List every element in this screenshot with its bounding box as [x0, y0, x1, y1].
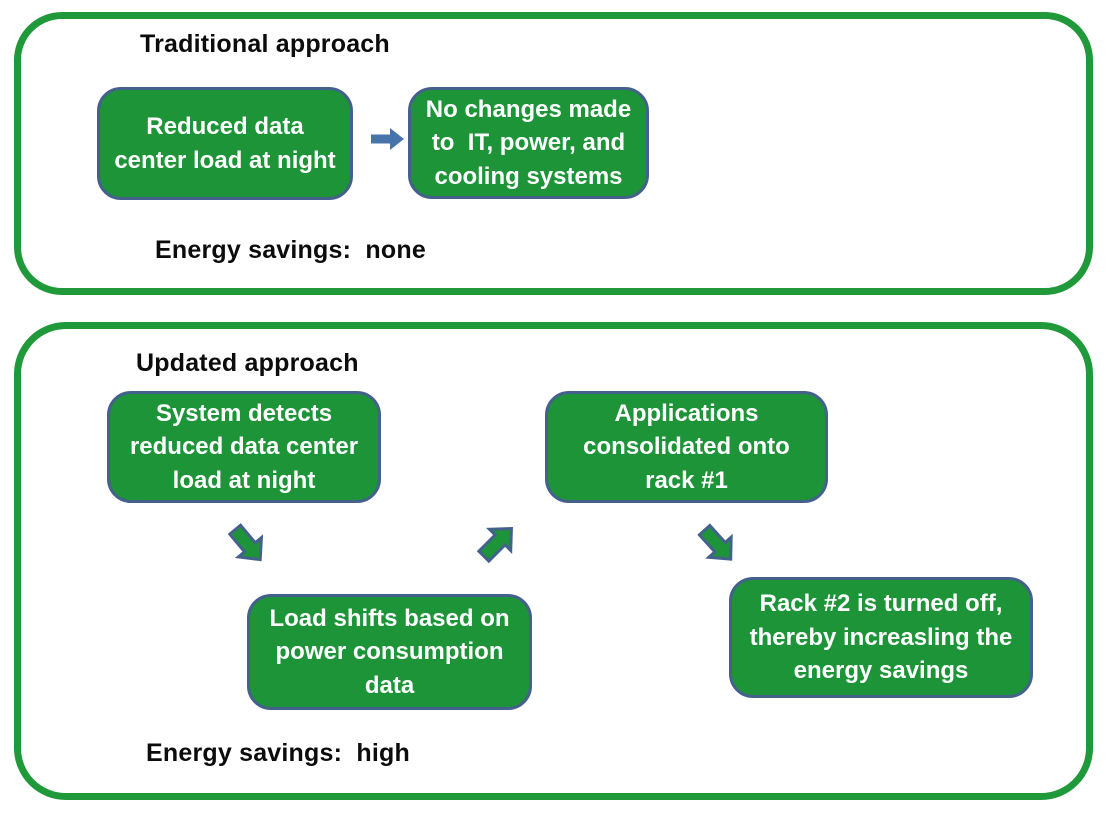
rack-off-box: Rack #2 is turned off, thereby increasli… [729, 577, 1033, 698]
applications-box-label: Applications consolidated onto rack #1 [583, 399, 790, 494]
down-right-arrow-icon [694, 521, 742, 569]
traditional-savings-label: Energy savings: none [155, 236, 426, 264]
no-changes-box: No changes made to IT, power, and coolin… [408, 87, 649, 199]
updated-savings-label: Energy savings: high [146, 739, 410, 767]
no-changes-box-label: No changes made to IT, power, and coolin… [425, 95, 632, 190]
traditional-approach-title: Traditional approach [140, 30, 390, 58]
load-shifts-box-label: Load shifts based on power consumption d… [269, 604, 510, 699]
updated-approach-title: Updated approach [136, 349, 359, 377]
rack-off-box-label: Rack #2 is turned off, thereby increasli… [749, 590, 1013, 685]
reduced-load-box-label: Reduced data center load at night [114, 112, 336, 174]
system-detects-box-label: System detects reduced data center load … [129, 399, 359, 494]
applications-box: Applications consolidated onto rack #1 [545, 391, 828, 503]
system-detects-box: System detects reduced data center load … [107, 391, 381, 503]
right-arrow-icon [371, 127, 405, 151]
up-right-arrow-icon [474, 518, 522, 566]
load-shifts-box: Load shifts based on power consumption d… [247, 594, 532, 710]
down-right-arrow-icon [224, 521, 272, 569]
reduced-load-box: Reduced data center load at night [97, 87, 353, 200]
